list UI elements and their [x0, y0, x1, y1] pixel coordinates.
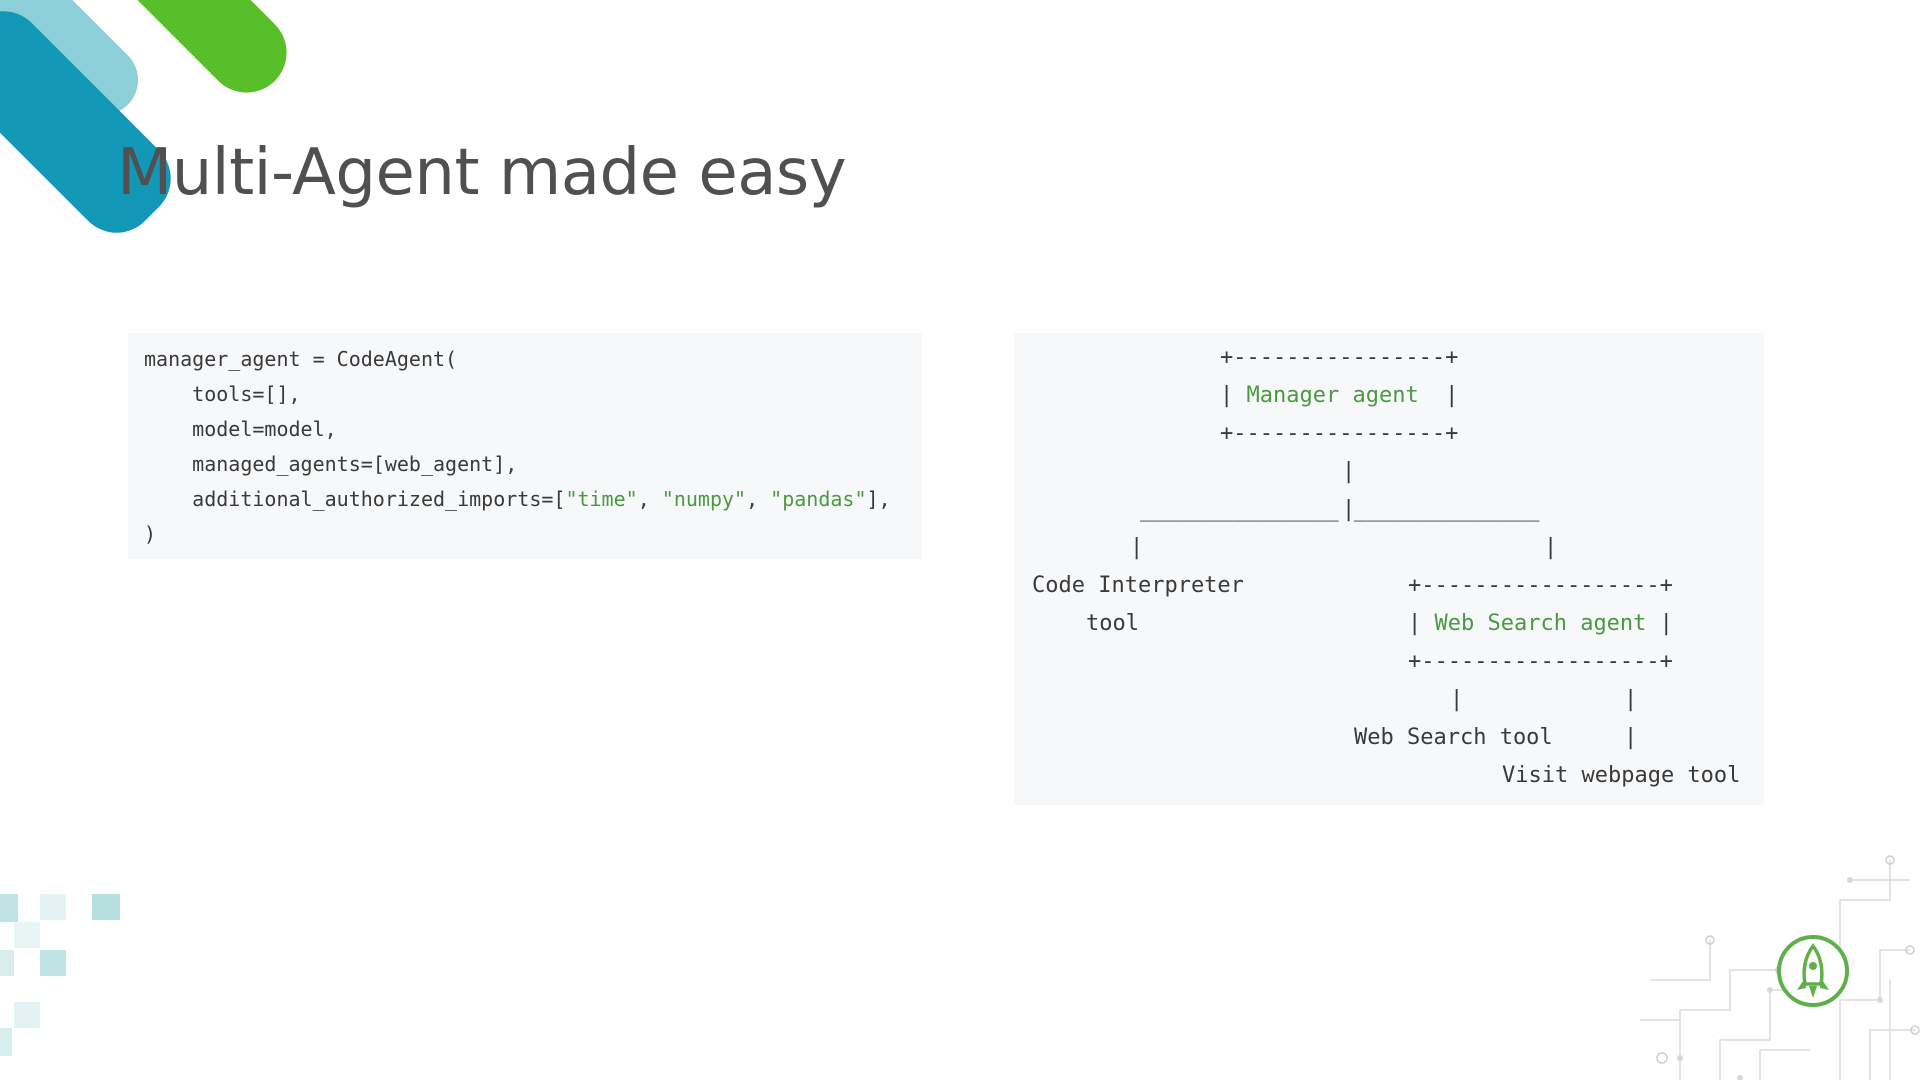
box-edge: | [1220, 383, 1247, 408]
web-box-top: +------------------+ [1408, 573, 1673, 598]
decor-square [0, 950, 14, 976]
connector-drop-left: | [1130, 535, 1144, 560]
web-search-tool-label: Web Search tool [1354, 725, 1553, 750]
code-string-token: "pandas" [770, 487, 867, 511]
agent-hierarchy-diagram: +----------------+ | Manager agent | +--… [1014, 333, 1764, 805]
code-snippet: manager_agent = CodeAgent( tools=[], mod… [128, 333, 922, 559]
code-line-5: additional_authorized_imports=["time", "… [144, 487, 891, 511]
decor-square [14, 1002, 40, 1028]
code-line-2: tools=[], [144, 382, 301, 406]
connector-vertical: | [1342, 459, 1356, 484]
decor-square [0, 894, 18, 922]
decor-square [14, 922, 40, 948]
connector-branch-center: | [1342, 497, 1356, 522]
box-edge: | [1418, 383, 1459, 408]
code-line-1: manager_agent = CodeAgent( [144, 347, 458, 371]
code-string-token: "numpy" [661, 487, 747, 511]
decor-square [40, 894, 66, 920]
manager-box-top: +----------------+ [1220, 345, 1459, 370]
box-edge: | [1408, 611, 1435, 636]
code-interpreter-tool-label-2: tool [1086, 611, 1139, 636]
code-line-3: model=model, [144, 417, 337, 441]
web-box-row: | Web Search agent | [1408, 611, 1673, 637]
decor-square [0, 1028, 12, 1056]
slide-title: Multi-Agent made easy [117, 136, 847, 210]
decor-square [92, 894, 120, 920]
code-token: , [746, 487, 771, 511]
code-token: , [637, 487, 662, 511]
visit-webpage-tool-label: Visit webpage tool [1502, 763, 1741, 788]
decor-square [40, 950, 66, 976]
rocket-logo-icon [1777, 935, 1849, 1007]
web-search-agent-label: Web Search agent [1434, 611, 1647, 636]
code-token: additional_authorized_imports=[ [144, 487, 566, 511]
manager-agent-label: Manager agent [1246, 383, 1419, 408]
code-line-4: managed_agents=[web_agent], [144, 452, 518, 476]
box-edge: | [1646, 611, 1673, 636]
connector-web-left: | [1450, 687, 1464, 712]
manager-box-bottom: +----------------+ [1220, 421, 1459, 446]
connector-branch-right: ______________ [1354, 497, 1540, 522]
code-token: ], [866, 487, 891, 511]
manager-box-row: | Manager agent | [1220, 383, 1458, 409]
connector-branch-left: _______________ [1140, 497, 1339, 522]
connector-drop-right: | [1544, 535, 1558, 560]
web-box-bottom: +------------------+ [1408, 649, 1673, 674]
connector-web-right-2: | [1624, 725, 1638, 750]
code-interpreter-tool-label-1: Code Interpreter [1032, 573, 1244, 598]
code-string-token: "time" [565, 487, 638, 511]
code-line-6: ) [144, 522, 157, 546]
connector-web-right: | [1624, 687, 1638, 712]
